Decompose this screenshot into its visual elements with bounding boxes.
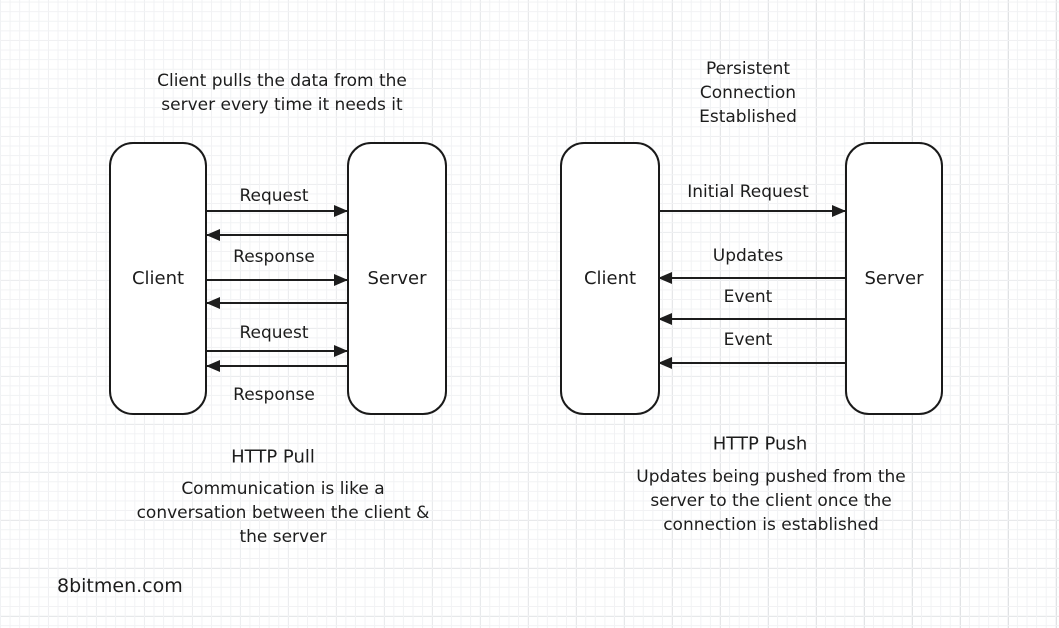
pull-caption-line-2: conversation between the client & — [136, 503, 430, 523]
push-event-arrow-1 — [659, 318, 845, 320]
pull-message-label-request-1: Request — [239, 186, 309, 206]
pull-response-arrow-1 — [207, 234, 347, 236]
pull-intro-line-2: server every time it needs it — [161, 95, 403, 115]
pull-heading: HTTP Pull — [231, 446, 315, 468]
pull-request-arrow-2 — [207, 279, 347, 281]
push-message-label-event-1: Event — [723, 287, 773, 307]
push-heading: HTTP Push — [712, 433, 808, 455]
pull-message-label-request-2: Request — [239, 323, 309, 343]
pull-server-label: Server — [367, 268, 427, 289]
pull-caption-line-3: the server — [239, 527, 327, 547]
pull-server-node: Server — [347, 142, 447, 415]
push-initial-request-arrow — [659, 210, 845, 212]
push-intro-text: Persistent Connection Established — [699, 57, 797, 129]
push-server-label: Server — [864, 268, 924, 289]
push-message-label-initial-request: Initial Request — [687, 182, 809, 202]
pull-caption-line-1: Communication is like a — [181, 479, 385, 499]
pull-request-arrow-1 — [207, 210, 347, 212]
pull-client-node: Client — [109, 142, 207, 415]
push-server-node: Server — [845, 142, 943, 415]
push-intro-line-1: Persistent — [705, 59, 791, 79]
push-intro-line-3: Established — [699, 107, 797, 127]
push-caption-line-3: connection is established — [663, 515, 879, 535]
push-caption: Updates being pushed from the server to … — [636, 465, 906, 537]
pull-message-label-response-1: Response — [233, 247, 315, 267]
push-client-node: Client — [560, 142, 660, 415]
push-caption-line-2: server to the client once the — [650, 491, 892, 511]
push-intro-line-2: Connection — [699, 83, 797, 103]
pull-response-arrow-3 — [207, 365, 347, 367]
push-client-label: Client — [583, 268, 637, 289]
pull-message-label-response-2: Response — [233, 385, 315, 405]
watermark: 8bitmen.com — [57, 575, 183, 597]
push-message-label-updates: Updates — [712, 246, 784, 266]
pull-intro-line-1: Client pulls the data from the — [157, 71, 407, 91]
pull-intro-text: Client pulls the data from the server ev… — [157, 69, 407, 117]
push-caption-line-1: Updates being pushed from the — [636, 467, 906, 487]
pull-response-arrow-2 — [207, 302, 347, 304]
push-event-arrow-2 — [659, 362, 845, 364]
push-updates-arrow — [659, 277, 845, 279]
pull-client-label: Client — [131, 268, 185, 289]
push-message-label-event-2: Event — [723, 330, 773, 350]
pull-request-arrow-3 — [207, 350, 347, 352]
pull-caption: Communication is like a conversation bet… — [137, 477, 430, 549]
